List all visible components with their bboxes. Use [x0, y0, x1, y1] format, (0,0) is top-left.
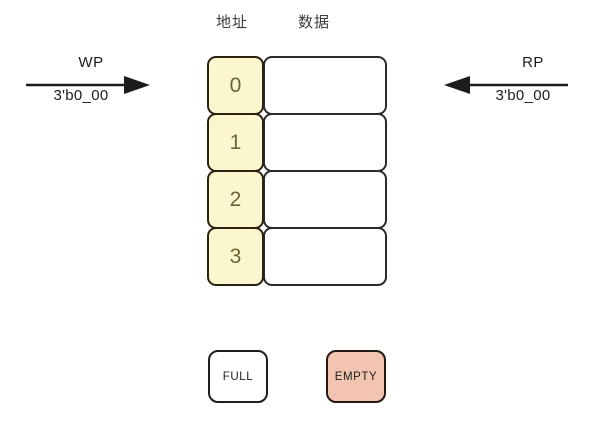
write-pointer-value: 3'b0_00 — [53, 87, 109, 104]
memory-table: 0 1 2 3 — [207, 56, 387, 286]
column-header-address: 地址 — [216, 14, 249, 31]
data-cell[interactable] — [263, 227, 387, 286]
read-pointer: RP 3'b0_00 — [440, 54, 590, 114]
table-row[interactable]: 3 — [207, 227, 387, 286]
address-cell[interactable]: 0 — [207, 56, 264, 115]
address-cell[interactable]: 2 — [207, 170, 264, 229]
arrow-left-icon — [444, 76, 568, 94]
data-cell[interactable] — [263, 170, 387, 229]
table-row[interactable]: 1 — [207, 113, 387, 172]
status-badge-empty[interactable]: EMPTY — [326, 350, 386, 403]
status-badge-full[interactable]: FULL — [208, 350, 268, 403]
address-cell[interactable]: 3 — [207, 227, 264, 286]
table-row[interactable]: 0 — [207, 56, 387, 115]
write-pointer-label: WP — [78, 54, 104, 71]
table-row[interactable]: 2 — [207, 170, 387, 229]
data-cell[interactable] — [263, 56, 387, 115]
address-cell[interactable]: 1 — [207, 113, 264, 172]
arrow-right-icon — [26, 76, 150, 94]
write-pointer: WP 3'b0_00 — [24, 54, 174, 114]
read-pointer-label: RP — [522, 54, 544, 71]
data-cell[interactable] — [263, 113, 387, 172]
read-pointer-value: 3'b0_00 — [495, 87, 551, 104]
column-header-data: 数据 — [298, 14, 331, 31]
